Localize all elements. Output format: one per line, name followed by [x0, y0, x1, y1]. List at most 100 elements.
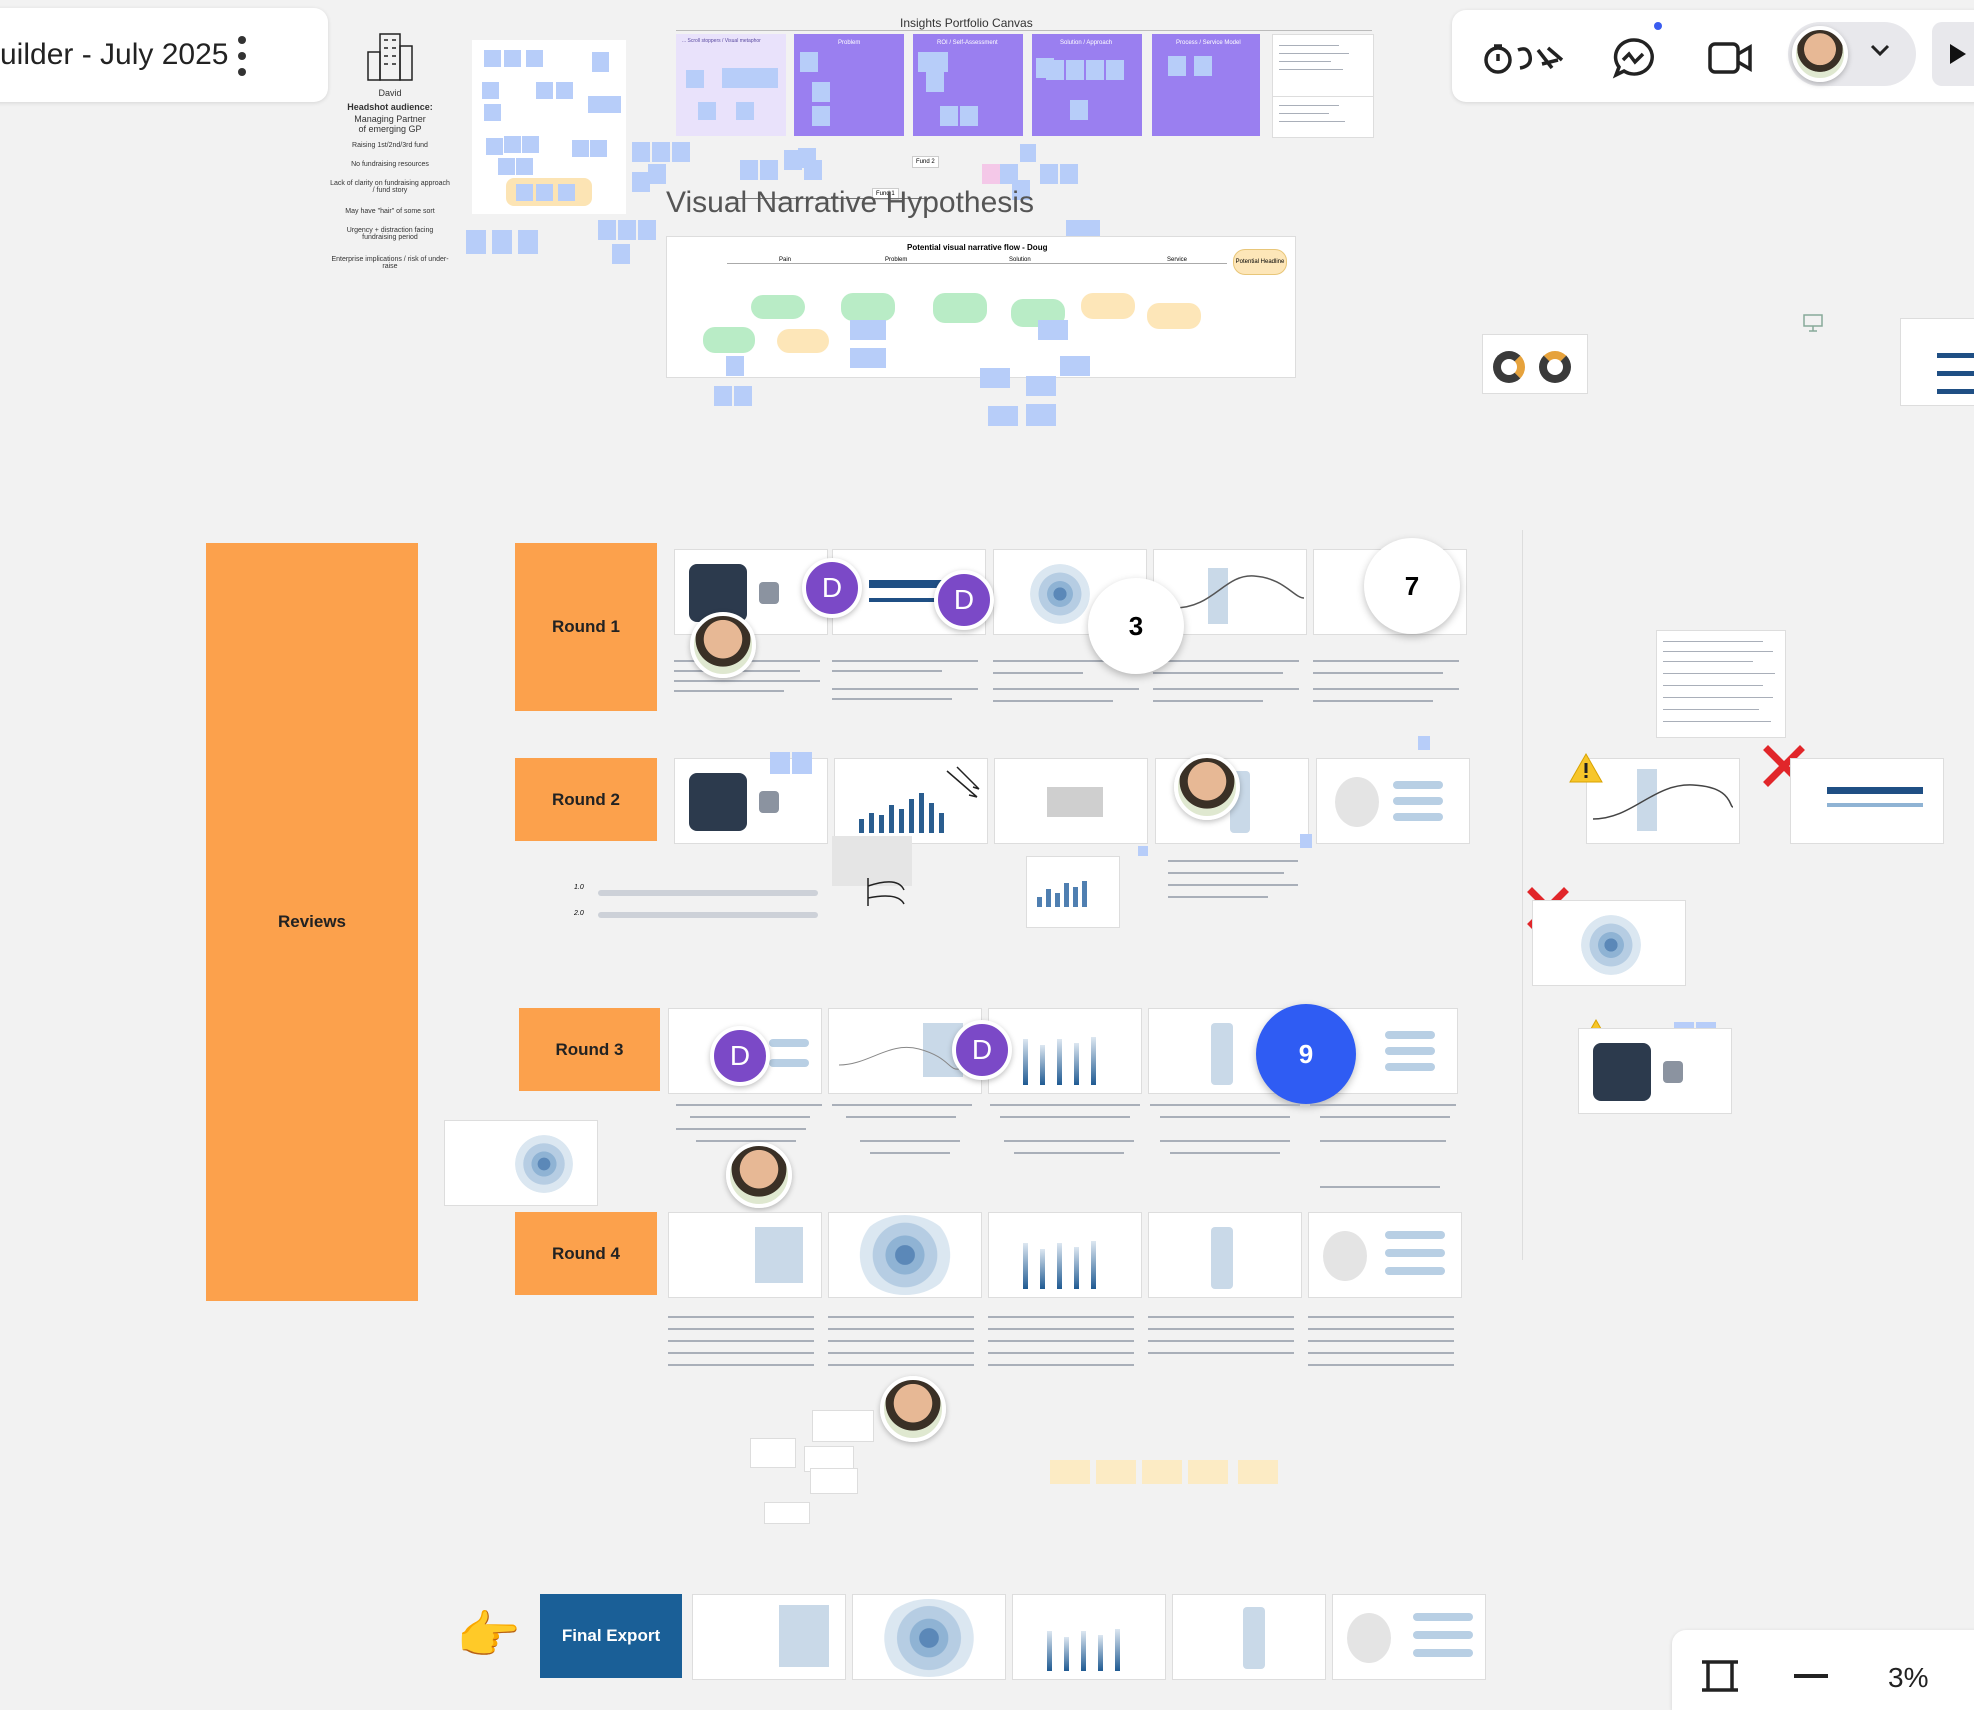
reviews-frame[interactable]: Reviews: [206, 543, 418, 1301]
warning-icon[interactable]: [1568, 752, 1604, 789]
sticky-note[interactable]: [1300, 834, 1312, 848]
small-document[interactable]: [810, 1468, 858, 1494]
pink-sticky[interactable]: [982, 164, 1000, 184]
collaborator-avatar[interactable]: [690, 612, 756, 678]
flow-pill[interactable]: [1147, 303, 1201, 329]
sticky-note[interactable]: [588, 96, 605, 113]
sticky-note[interactable]: [940, 106, 958, 126]
more-vertical-icon[interactable]: [236, 34, 248, 78]
comment-count-bubble[interactable]: 3: [1088, 578, 1184, 674]
sticky-note[interactable]: [770, 752, 790, 774]
slide-thumbnail[interactable]: [834, 758, 988, 844]
yellow-sticky[interactable]: [1142, 1460, 1182, 1484]
donut-chart-card[interactable]: [1482, 334, 1588, 394]
sticky-note[interactable]: [1106, 60, 1124, 80]
yellow-sticky[interactable]: [1238, 1460, 1278, 1484]
slide-thumbnail[interactable]: [828, 1212, 982, 1298]
minus-icon[interactable]: [1794, 1674, 1828, 1678]
slide-thumbnail[interactable]: [1578, 1028, 1732, 1114]
flow-pill[interactable]: [1081, 293, 1135, 319]
collaborator-avatar[interactable]: [1174, 754, 1240, 820]
slide-thumbnail[interactable]: [692, 1594, 846, 1680]
sticky-note[interactable]: [592, 52, 609, 72]
sticky-note[interactable]: [1000, 164, 1018, 184]
round-1-label[interactable]: Round 1: [515, 543, 657, 711]
sticky-note[interactable]: [800, 52, 818, 72]
sticky-note[interactable]: [850, 320, 868, 340]
slide-thumbnail[interactable]: [988, 1008, 1142, 1094]
sticky-note[interactable]: [648, 164, 666, 184]
sticky-note[interactable]: [1168, 56, 1186, 76]
sticky-note[interactable]: [522, 136, 539, 153]
chevron-down-icon[interactable]: [1870, 44, 1890, 63]
sticky-note[interactable]: [1026, 376, 1056, 396]
sticky-note[interactable]: [722, 68, 778, 88]
sticky-note[interactable]: [1020, 144, 1036, 162]
sticky-note[interactable]: [926, 72, 944, 92]
slide-thumbnail[interactable]: [1308, 1212, 1462, 1298]
sticky-note[interactable]: [784, 150, 802, 170]
sticky-note[interactable]: [598, 220, 616, 240]
slide-thumbnail[interactable]: [1153, 549, 1307, 635]
slide-thumbnail[interactable]: [1012, 1594, 1166, 1680]
slide-thumbnail[interactable]: [852, 1594, 1006, 1680]
potential-headline-pill[interactable]: Potential Headline: [1233, 249, 1287, 275]
comment-badge-d[interactable]: D: [710, 1026, 770, 1086]
small-document[interactable]: [750, 1438, 796, 1468]
sticky-note[interactable]: [536, 184, 553, 201]
flow-pill[interactable]: [703, 327, 755, 353]
sticky-note[interactable]: [734, 386, 752, 406]
sticky-note[interactable]: [1066, 60, 1084, 80]
sticky-note[interactable]: [516, 184, 533, 201]
comment-badge-d[interactable]: D: [802, 558, 862, 618]
fit-to-screen-icon[interactable]: [1700, 1656, 1740, 1701]
sticky-note[interactable]: [652, 142, 670, 162]
sticky-note[interactable]: [504, 50, 521, 67]
video-camera-icon[interactable]: [1708, 40, 1752, 76]
chat-icon[interactable]: [1612, 36, 1656, 80]
slide-thumbnail[interactable]: [988, 1212, 1142, 1298]
slide-thumbnail[interactable]: [1316, 758, 1470, 844]
slide-thumbnail[interactable]: [1332, 1594, 1486, 1680]
chart-document[interactable]: [1026, 856, 1120, 928]
sticky-note[interactable]: [792, 752, 812, 774]
slide-thumbnail[interactable]: [1586, 758, 1740, 844]
flow-pill[interactable]: [751, 295, 805, 319]
sticky-note[interactable]: [632, 142, 650, 162]
sticky-note[interactable]: [868, 320, 886, 340]
user-menu[interactable]: [1788, 22, 1916, 86]
yellow-sticky[interactable]: [1188, 1460, 1228, 1484]
sticky-note[interactable]: [1026, 404, 1056, 426]
sticky-note[interactable]: [1038, 320, 1068, 340]
sticky-note[interactable]: [1086, 60, 1104, 80]
sticky-note[interactable]: [1418, 736, 1430, 750]
slide-thumbnail[interactable]: [1790, 758, 1944, 844]
comment-count-bubble-active[interactable]: 9: [1256, 1004, 1356, 1104]
comment-badge-d[interactable]: D: [952, 1020, 1012, 1080]
sticky-note[interactable]: [988, 406, 1018, 426]
sticky-note[interactable]: [726, 356, 744, 376]
slide-thumbnail[interactable]: [1900, 318, 1974, 406]
slide-thumbnail[interactable]: [1172, 1594, 1326, 1680]
small-document[interactable]: [764, 1502, 810, 1524]
sticky-note[interactable]: [612, 244, 630, 264]
sticky-note[interactable]: [672, 142, 690, 162]
notes-document[interactable]: [1272, 34, 1374, 98]
sticky-note[interactable]: [1046, 60, 1064, 80]
presentation-icon[interactable]: [1802, 312, 1824, 334]
sticky-note[interactable]: [466, 230, 486, 254]
sketch-note[interactable]: [832, 836, 912, 886]
sticky-note[interactable]: [1012, 180, 1030, 200]
collaborator-avatar[interactable]: [880, 1376, 946, 1442]
sticky-note[interactable]: [1060, 164, 1078, 184]
sticky-note[interactable]: [618, 220, 636, 240]
sticky-note[interactable]: [760, 160, 778, 180]
sticky-note[interactable]: [714, 386, 732, 406]
sticky-note[interactable]: [516, 158, 533, 175]
slide-thumbnail[interactable]: [994, 758, 1148, 844]
sticky-note[interactable]: [572, 140, 589, 157]
sticky-note[interactable]: [632, 172, 650, 192]
board-title[interactable]: uilder - July 2025: [0, 38, 229, 71]
sticky-note[interactable]: [536, 82, 553, 99]
round-2-label[interactable]: Round 2: [515, 758, 657, 841]
